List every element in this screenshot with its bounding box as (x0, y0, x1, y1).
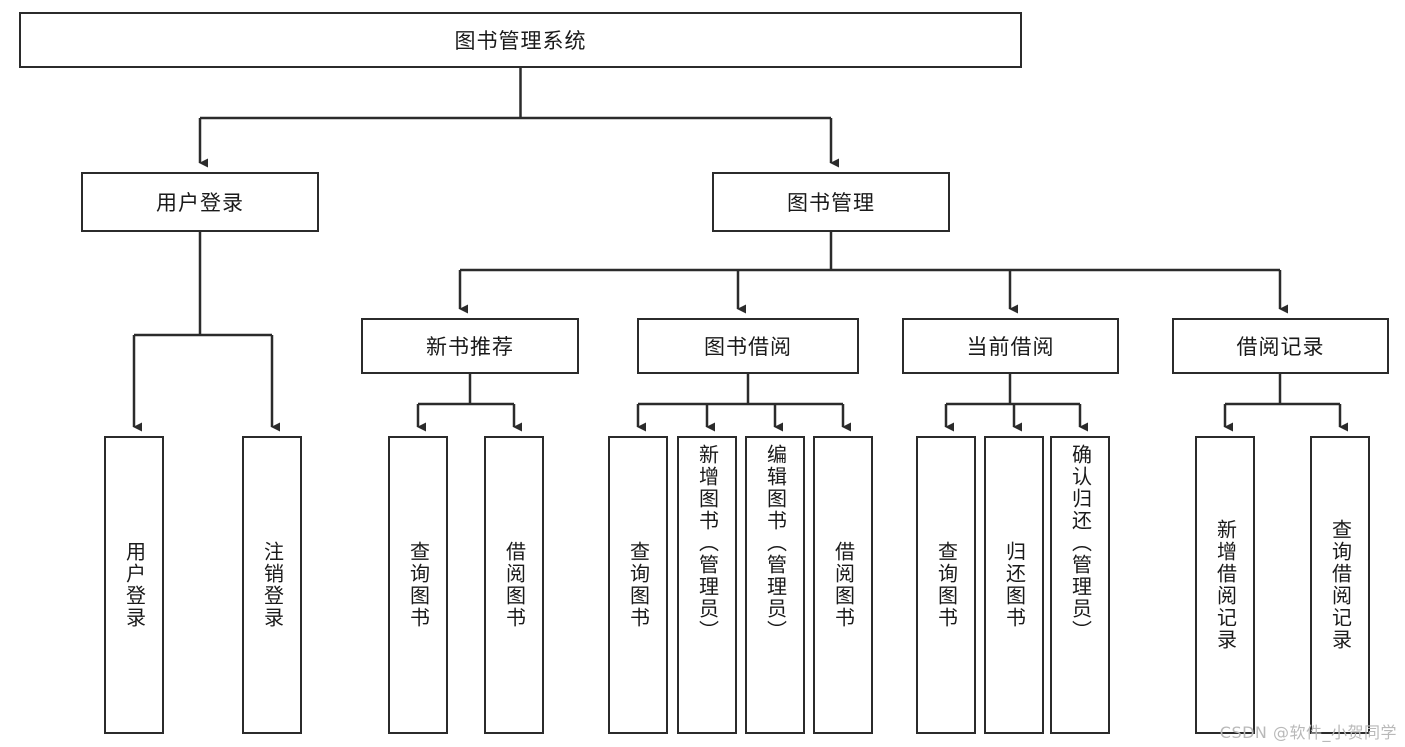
node-label: 用户登录 (122, 541, 147, 629)
node-label: 用户登录 (156, 191, 244, 215)
leaf-confirm-return-admin[interactable]: 确认归还（管理员） (1050, 436, 1110, 734)
leaf-borrow-book[interactable]: 借阅图书 (813, 436, 873, 734)
node-label: 查询图书 (406, 541, 431, 629)
leaf-add-borrow-record[interactable]: 新增借阅记录 (1195, 436, 1255, 734)
node-label: 查询借阅记录 (1328, 519, 1353, 651)
node-user-login[interactable]: 用户登录 (81, 172, 319, 232)
node-label: 借阅记录 (1236, 335, 1325, 359)
node-label: 图书管理 (787, 191, 875, 215)
node-label: 借阅图书 (502, 541, 527, 629)
node-label: 新书推荐 (426, 335, 514, 359)
node-label: 新增图书（管理员） (695, 444, 720, 642)
node-label: 图书借阅 (704, 335, 792, 359)
leaf-return-book[interactable]: 归还图书 (984, 436, 1044, 734)
leaf-query-book-current[interactable]: 查询图书 (916, 436, 976, 734)
leaf-query-borrow-record[interactable]: 查询借阅记录 (1310, 436, 1370, 734)
node-label: 编辑图书（管理员） (763, 444, 788, 642)
node-label: 注销登录 (260, 541, 285, 629)
leaf-user-login[interactable]: 用户登录 (104, 436, 164, 734)
leaf-query-book-borrow[interactable]: 查询图书 (608, 436, 668, 734)
node-label: 确认归还（管理员） (1068, 444, 1093, 642)
leaf-query-book-new[interactable]: 查询图书 (388, 436, 448, 734)
csdn-watermark: CSDN @软件_小贺同学 (1219, 723, 1397, 742)
node-label: 借阅图书 (831, 541, 856, 629)
node-label: 查询图书 (626, 541, 651, 629)
node-label: 图书管理系统 (454, 29, 587, 53)
leaf-borrow-book-new[interactable]: 借阅图书 (484, 436, 544, 734)
node-book-borrow[interactable]: 图书借阅 (637, 318, 859, 374)
node-root-system[interactable]: 图书管理系统 (19, 12, 1022, 68)
leaf-add-book-admin[interactable]: 新增图书（管理员） (677, 436, 737, 734)
node-borrow-record[interactable]: 借阅记录 (1172, 318, 1389, 374)
node-label: 当前借阅 (966, 335, 1055, 359)
node-label: 归还图书 (1002, 541, 1027, 629)
node-book-manage[interactable]: 图书管理 (712, 172, 950, 232)
node-current-borrow[interactable]: 当前借阅 (902, 318, 1119, 374)
node-label: 查询图书 (934, 541, 959, 629)
leaf-logout[interactable]: 注销登录 (242, 436, 302, 734)
node-label: 新增借阅记录 (1213, 519, 1238, 651)
node-new-book-recommend[interactable]: 新书推荐 (361, 318, 579, 374)
leaf-edit-book-admin[interactable]: 编辑图书（管理员） (745, 436, 805, 734)
